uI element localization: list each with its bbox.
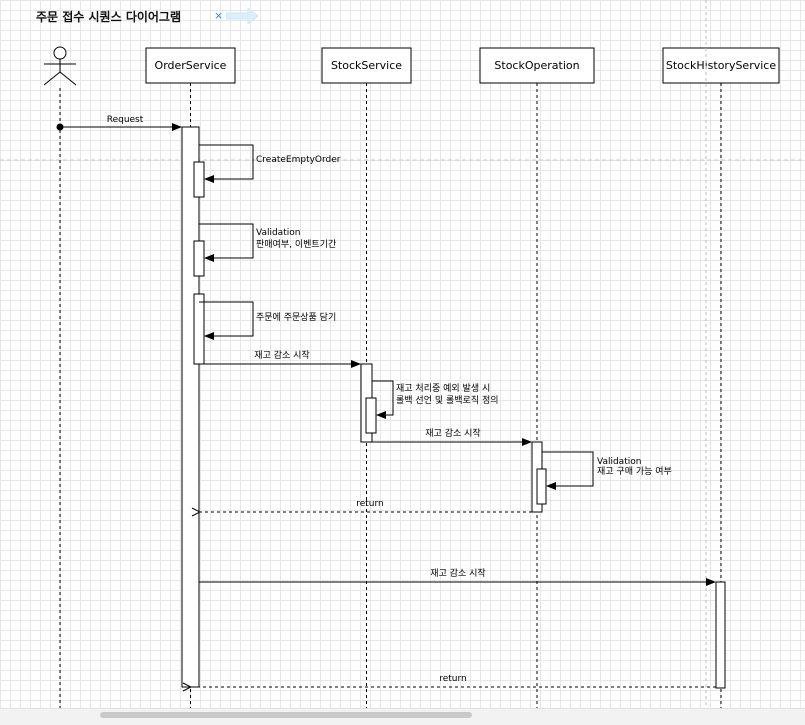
participant-stock-service[interactable]: StockService bbox=[321, 47, 412, 84]
message-label-stock-decrease-3: 재고 감소 시작 bbox=[430, 567, 485, 579]
activation-stock-rollback[interactable] bbox=[365, 397, 377, 434]
scrollbar-thumb[interactable] bbox=[100, 712, 472, 718]
message-label-return-1: return bbox=[356, 499, 384, 509]
message-add-product[interactable] bbox=[199, 301, 254, 340]
message-label-validation-line2: 판매여부, 이벤트기간 bbox=[256, 238, 336, 250]
activation-stock-history[interactable] bbox=[715, 581, 726, 689]
message-label-stock-decrease-2: 재고 감소 시작 bbox=[425, 427, 480, 439]
message-label-return-2: return bbox=[439, 674, 467, 684]
message-label-op-validation-line2: 재고 구매 가능 여부 bbox=[597, 465, 672, 477]
activation-operation-validation[interactable] bbox=[536, 468, 547, 505]
message-label-add-product: 주문에 주문상품 담기 bbox=[256, 311, 336, 323]
actor-user-icon[interactable] bbox=[43, 46, 77, 86]
activation-order-validation[interactable] bbox=[193, 240, 205, 277]
participant-label: StockHistoryService bbox=[666, 59, 776, 72]
participant-label: OrderService bbox=[155, 59, 227, 72]
message-create-empty-order[interactable] bbox=[199, 144, 254, 183]
participant-stock-operation[interactable]: StockOperation bbox=[479, 47, 595, 84]
participant-label: StockService bbox=[331, 59, 402, 72]
message-validation[interactable] bbox=[199, 223, 254, 262]
close-icon[interactable]: × bbox=[214, 9, 224, 22]
message-label-op-validation-line1: Validation bbox=[597, 457, 641, 467]
activation-order-create[interactable] bbox=[193, 161, 205, 198]
participant-order-service[interactable]: OrderService bbox=[145, 47, 236, 84]
message-label-request: Request bbox=[107, 115, 144, 125]
message-request[interactable] bbox=[56, 123, 182, 131]
message-label-rollback-line2: 롤백 선언 및 롤백로직 정의 bbox=[396, 394, 499, 406]
message-label-stock-decrease-1: 재고 감소 시작 bbox=[254, 349, 309, 361]
message-label-create-empty-order: CreateEmptyOrder bbox=[256, 155, 341, 165]
arrow-shape-icon[interactable] bbox=[226, 8, 260, 24]
message-operation-validation[interactable] bbox=[542, 451, 594, 490]
activation-order-add-product[interactable] bbox=[193, 293, 205, 365]
participant-label: StockOperation bbox=[494, 59, 579, 72]
activation-order-main[interactable] bbox=[181, 126, 200, 688]
message-label-rollback-line1: 재고 처리중 예외 발생 시 bbox=[396, 382, 490, 394]
participant-stock-history-service[interactable]: StockHistoryService bbox=[662, 47, 780, 84]
message-rollback[interactable] bbox=[372, 380, 394, 419]
diagram-title: 주문 접수 시퀀스 다이어그램 bbox=[36, 10, 182, 24]
sequence-diagram: OrderService StockService StockOperation… bbox=[0, 0, 805, 708]
message-label-validation-line1: Validation bbox=[256, 228, 300, 238]
